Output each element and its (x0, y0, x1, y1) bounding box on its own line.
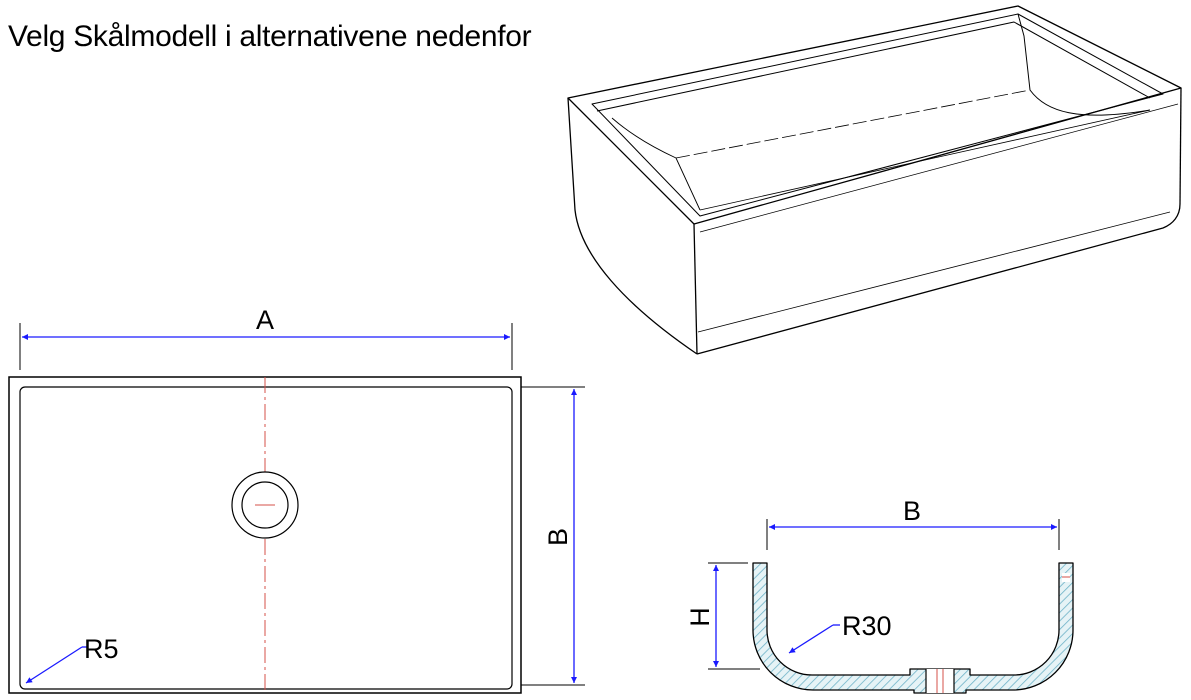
radius-r30-leader (788, 624, 834, 654)
radius-r30-label: R30 (842, 611, 892, 641)
front-bottom-edge (696, 203, 1181, 355)
page-title: Velg Skålmodell i alternativene nedenfor (8, 20, 532, 53)
left-side-outline (567, 97, 698, 355)
top-view: A B R5 (8, 305, 585, 694)
section-wall-hatch (752, 562, 1074, 694)
dimension-b-label: B (543, 528, 573, 546)
drain-inner-circle (241, 481, 289, 529)
section-dimension-b-label: B (903, 496, 921, 526)
radius-r5-label: R5 (84, 634, 119, 664)
top-view-inner-outline (19, 386, 513, 690)
dimension-a-label: A (256, 305, 274, 335)
isometric-sink-view (567, 5, 1182, 355)
radius-r5-leader (25, 646, 83, 684)
section-view: B H R30 (685, 496, 1074, 694)
dimension-h-label: H (685, 607, 715, 627)
inner-rim-outline (591, 13, 1164, 217)
